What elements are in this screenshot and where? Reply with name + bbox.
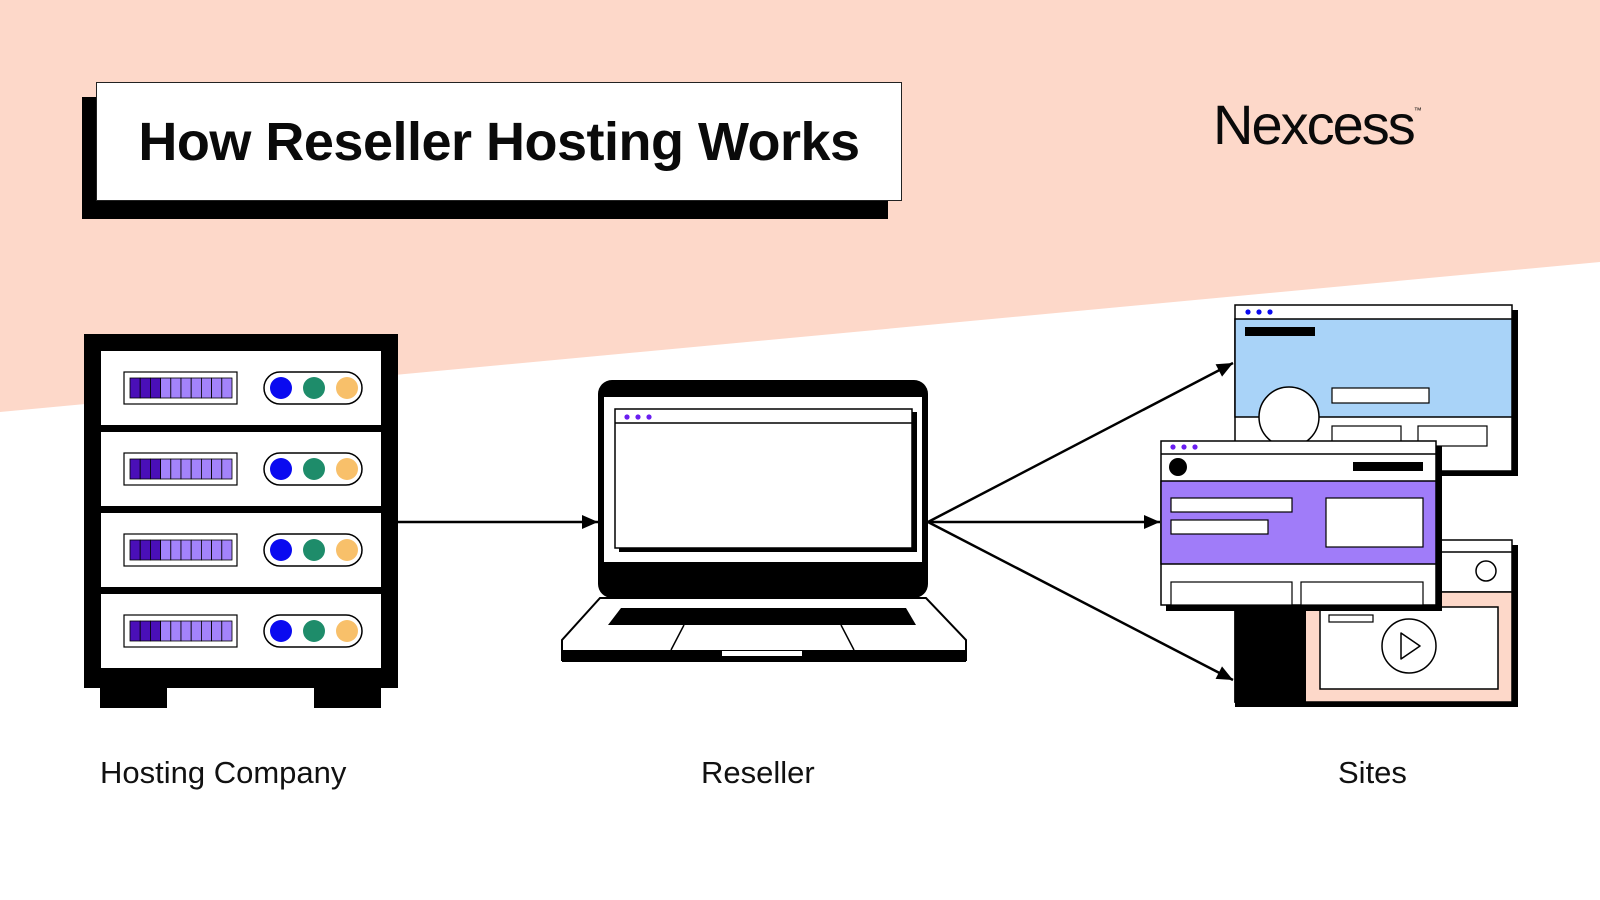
status-led [303, 539, 325, 561]
storage-segment [221, 377, 233, 399]
status-led [303, 377, 325, 399]
server-unit [101, 594, 381, 668]
storage-segment [129, 458, 141, 480]
status-led [336, 539, 358, 561]
brand-logo: Nexcess™ [1213, 92, 1422, 157]
storage-segment [170, 539, 182, 561]
status-led [270, 539, 292, 561]
storage-segment [211, 377, 223, 399]
storage-segment [149, 539, 161, 561]
storage-segment [160, 377, 172, 399]
window-dot [635, 414, 641, 420]
status-led [303, 458, 325, 480]
arrowhead-icon [1215, 666, 1233, 680]
connector-line [927, 520, 1234, 682]
status-led [336, 377, 358, 399]
storage-segment [149, 620, 161, 642]
connector-line [927, 361, 1234, 524]
storage-segment [160, 458, 172, 480]
storage-segment [200, 539, 212, 561]
storage-segment [139, 620, 151, 642]
status-led [303, 620, 325, 642]
storage-segment [211, 620, 223, 642]
server-foot [100, 688, 167, 708]
server-unit [101, 351, 381, 425]
storage-segment [200, 377, 212, 399]
storage-segment [190, 620, 202, 642]
browser-window [614, 408, 913, 549]
storage-segment [180, 539, 192, 561]
storage-segment [170, 377, 182, 399]
storage-segment [129, 539, 141, 561]
server-unit [101, 432, 381, 506]
arrowhead-icon [1144, 515, 1160, 529]
trackpad-notch [722, 651, 802, 656]
server-foot [314, 688, 381, 708]
arrowhead-icon [582, 515, 598, 529]
storage-segment [170, 620, 182, 642]
arrowhead-icon [1215, 363, 1233, 377]
storage-segment [211, 458, 223, 480]
storage-segment [139, 377, 151, 399]
storage-segment [221, 458, 233, 480]
browser-windows-icon [1160, 304, 1518, 707]
window-dot [646, 414, 652, 420]
storage-segment [190, 539, 202, 561]
title-box: How Reseller Hosting Works [96, 82, 902, 201]
storage-segment [180, 377, 192, 399]
storage-segment [221, 539, 233, 561]
laptop-icon [561, 380, 967, 662]
storage-segment [200, 458, 212, 480]
label-hosting-company: Hosting Company [100, 755, 347, 790]
storage-segment [211, 539, 223, 561]
label-reseller: Reseller [701, 755, 815, 790]
storage-segment [149, 377, 161, 399]
status-led [336, 620, 358, 642]
label-sites: Sites [1338, 755, 1407, 790]
keyboard [608, 608, 916, 625]
window-dot [624, 414, 630, 420]
storage-segment [200, 620, 212, 642]
storage-segment [190, 458, 202, 480]
storage-segment [129, 377, 141, 399]
trademark: ™ [1413, 106, 1422, 115]
server-unit [101, 513, 381, 587]
status-led [270, 377, 292, 399]
play-icon [1381, 618, 1437, 674]
storage-segment [129, 620, 141, 642]
brand-name: Nexcess [1213, 93, 1416, 156]
storage-segment [149, 458, 161, 480]
storage-segment [139, 458, 151, 480]
storage-segment [160, 539, 172, 561]
status-led [270, 620, 292, 642]
server-rack-icon [84, 334, 398, 708]
storage-segment [180, 458, 192, 480]
storage-segment [190, 377, 202, 399]
arrows [398, 361, 1234, 682]
storage-segment [221, 620, 233, 642]
storage-segment [160, 620, 172, 642]
status-led [270, 458, 292, 480]
status-led [336, 458, 358, 480]
storage-segment [170, 458, 182, 480]
page-title: How Reseller Hosting Works [138, 111, 860, 172]
storage-segment [139, 539, 151, 561]
storage-segment [180, 620, 192, 642]
